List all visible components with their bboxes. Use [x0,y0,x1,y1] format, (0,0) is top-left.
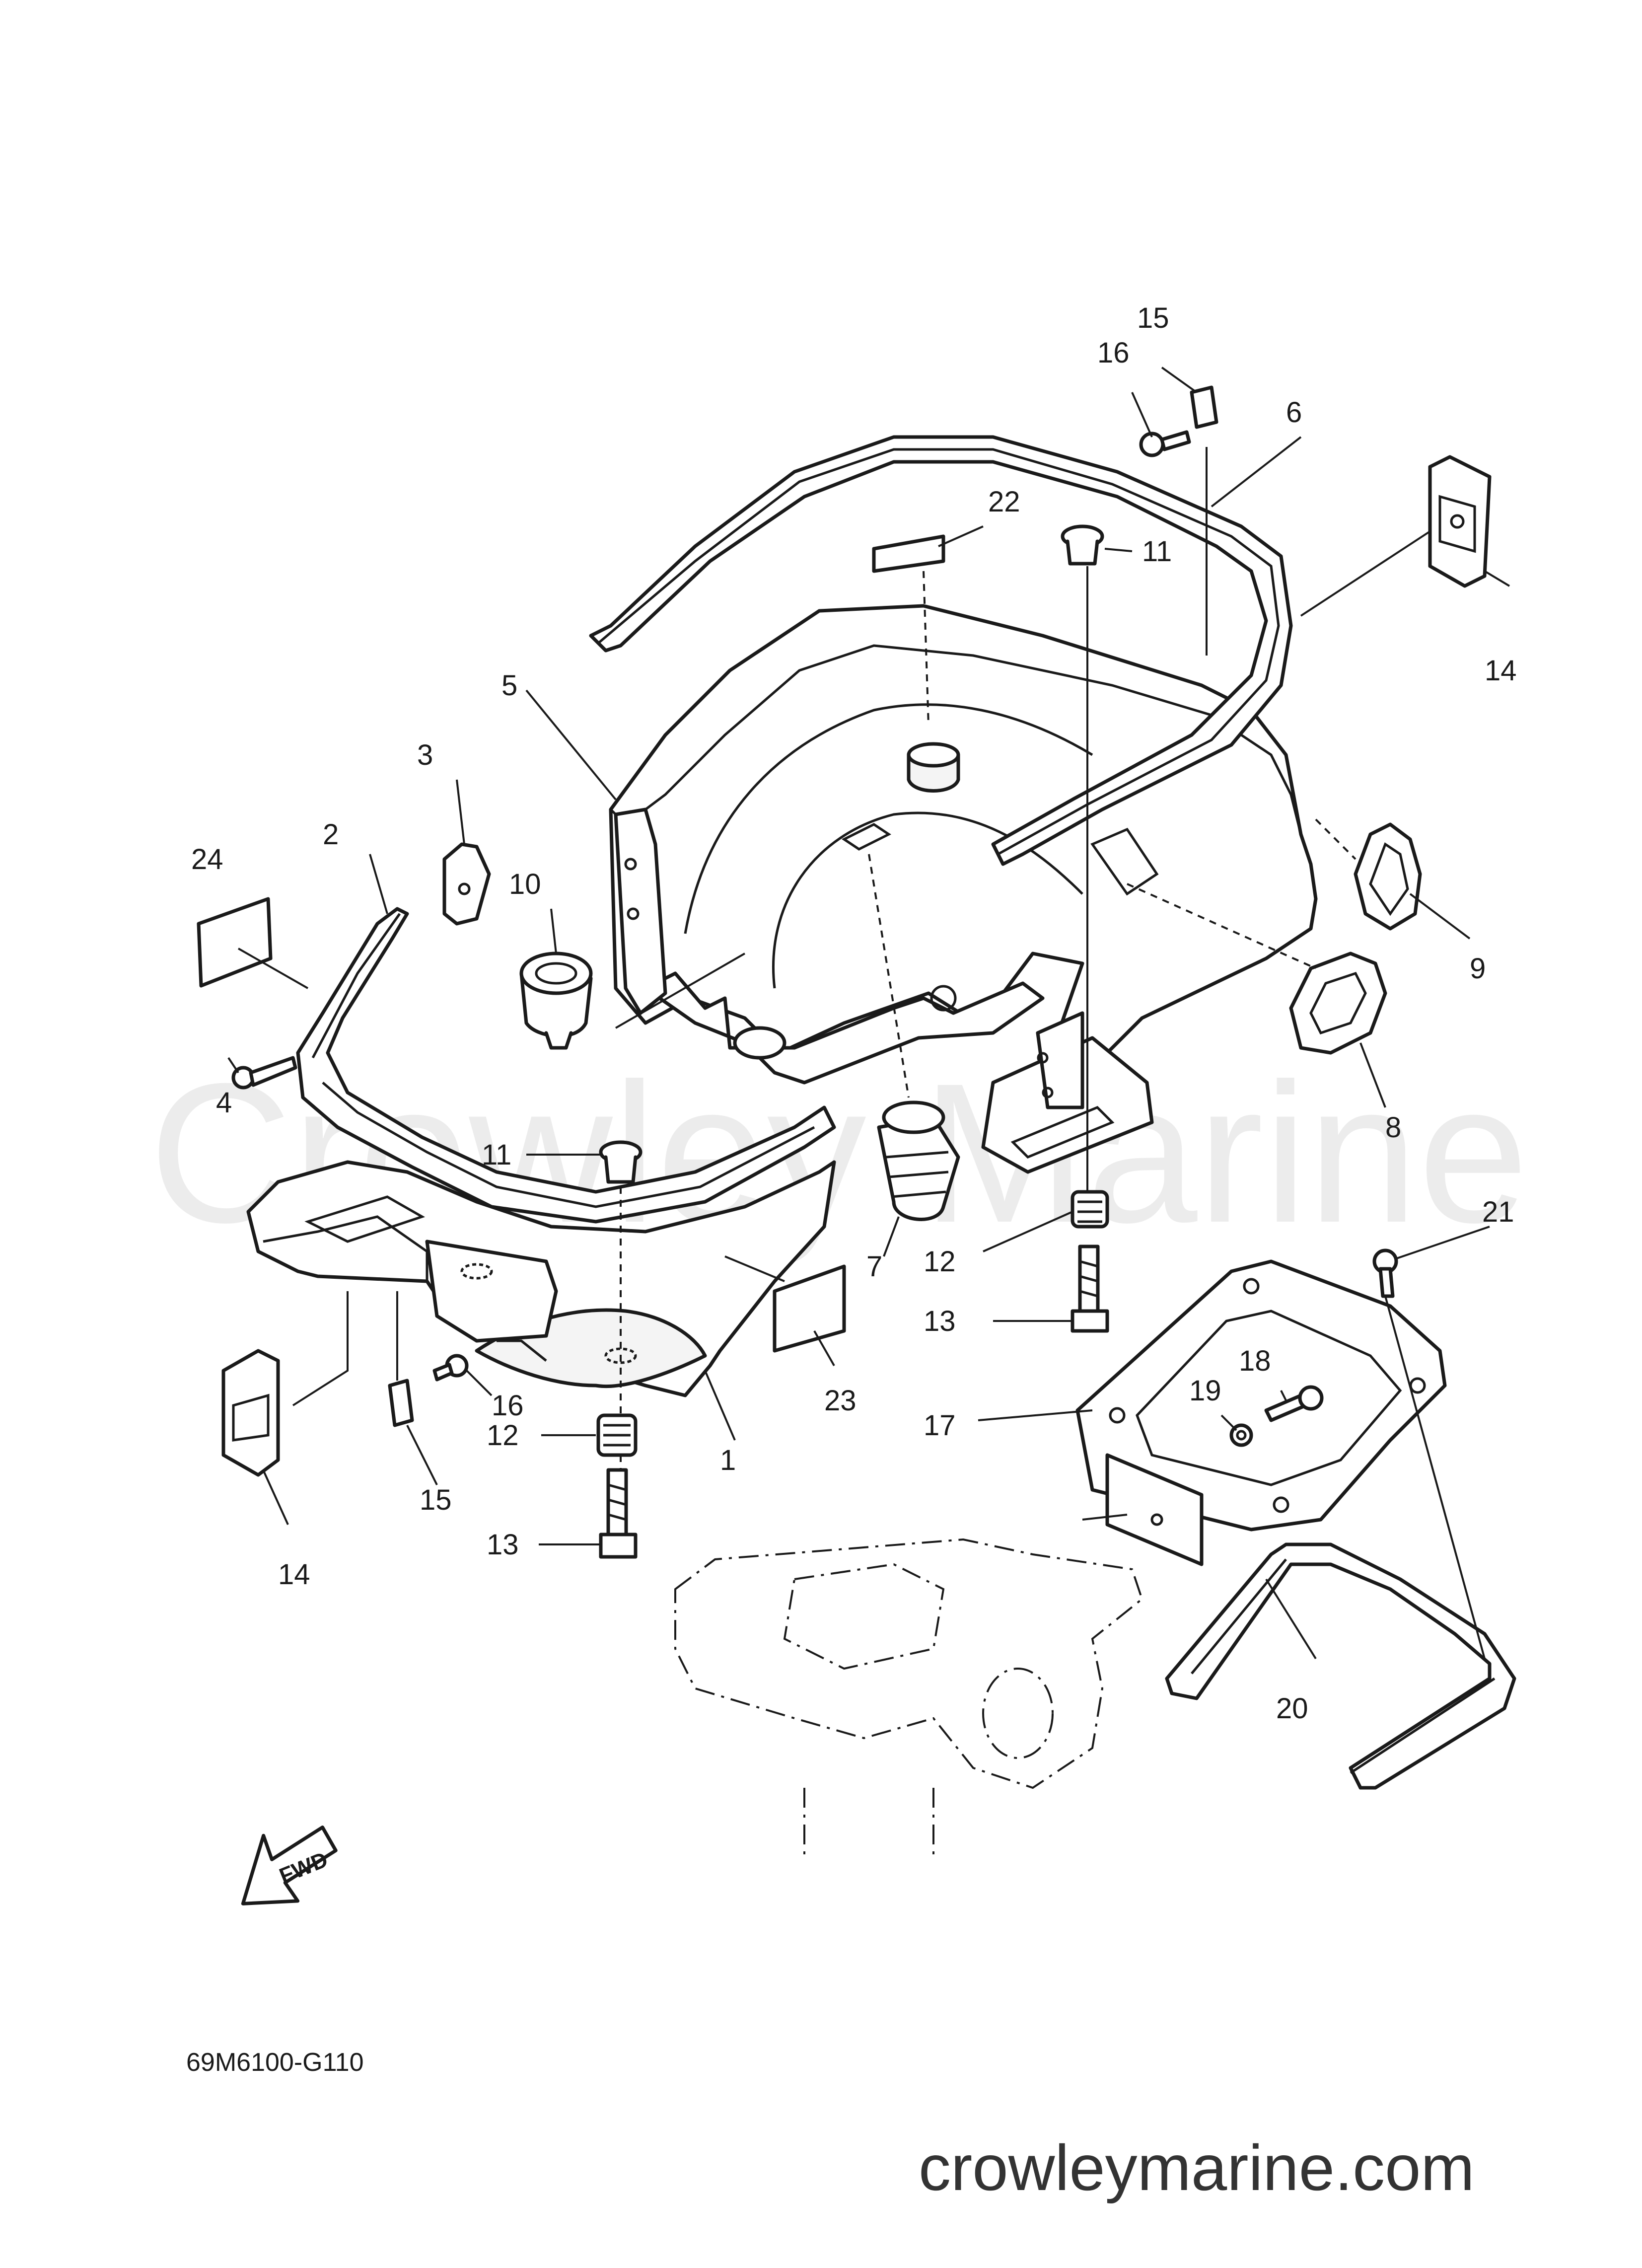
part-23-label-sticker [773,1264,846,1353]
part-24-label-sticker [197,897,273,988]
callout-19: 19 [1189,1375,1221,1407]
part-10-grommet [519,951,593,1050]
part-11-bushing-right [1061,524,1104,566]
callout-labels: 1 2 3 4 5 6 7 8 9 10 11 11 12 12 13 13 1… [191,302,1517,1725]
callout-3: 3 [417,739,433,771]
part-13-bolt-left [599,1468,638,1559]
callout-13-left: 13 [487,1529,519,1561]
part-15-clip-bottom [388,1379,414,1427]
part-15-clip-top [1190,385,1218,429]
callout-21: 21 [1482,1196,1514,1228]
callout-1: 1 [720,1444,736,1476]
part-12-damper-right [1071,1190,1109,1229]
part-12-damper-left [596,1413,638,1457]
part-4-screw [231,1056,297,1090]
callout-15-top: 15 [1137,302,1169,334]
callout-6: 6 [1286,396,1302,429]
part-16-screw-bottom [432,1354,469,1382]
part-lower-cowling-front [246,1160,836,1397]
site-url: crowleymarine.com [919,2131,1475,2204]
callout-15-bottom: 15 [420,1484,452,1516]
fwd-arrow-icon: FWD [241,1826,338,1905]
part-14-latch-right [1428,455,1492,588]
callout-12-left: 12 [487,1419,519,1452]
part-9-grommet [1354,822,1422,931]
callout-14-right: 14 [1485,655,1517,687]
callout-23: 23 [824,1385,857,1417]
callout-11-left: 11 [482,1139,511,1171]
part-22-label-sticker [872,534,945,573]
callout-9: 9 [1470,952,1486,985]
callout-7: 7 [866,1250,882,1283]
callout-24: 24 [191,843,223,876]
part-18-bolt [1264,1385,1324,1422]
callout-22: 22 [988,486,1020,518]
callout-16-top: 16 [1097,337,1130,369]
part-11-bushing-left [599,1140,643,1184]
part-17-mount-plate [1075,1259,1447,1566]
part-front-seal-strip [296,907,836,1224]
callout-12-right: 12 [924,1245,956,1278]
callout-11-right: 11 [1142,535,1172,568]
callout-16-bottom: 16 [492,1390,524,1422]
part-21-screw [1372,1248,1398,1298]
leader-lines [227,366,1510,1660]
callout-8: 8 [1385,1111,1401,1144]
callout-4: 4 [216,1087,232,1119]
callout-14-left: 14 [278,1558,310,1591]
part-13-bolt-right [1071,1244,1109,1333]
callout-2: 2 [323,818,339,851]
part-20-support-frame [1165,1542,1516,1790]
part-bottom-cowling [609,604,1318,1174]
diagram-code: 69M6100-G110 [186,2048,364,2077]
part-16-screw-top [1139,430,1191,457]
part-8-grommet [1289,951,1387,1055]
callout-5: 5 [501,669,517,702]
callout-20: 20 [1276,1692,1308,1725]
part-top-seal [589,435,1293,866]
callout-18: 18 [1239,1345,1271,1377]
part-14-latch-left [221,1349,280,1477]
part-3-bracket [442,842,491,926]
callout-10: 10 [509,868,541,900]
reference-housing-outline [674,1538,1143,1857]
part-7-grommet [877,1100,960,1221]
callout-17: 17 [924,1409,956,1442]
callout-13-right: 13 [924,1305,956,1337]
